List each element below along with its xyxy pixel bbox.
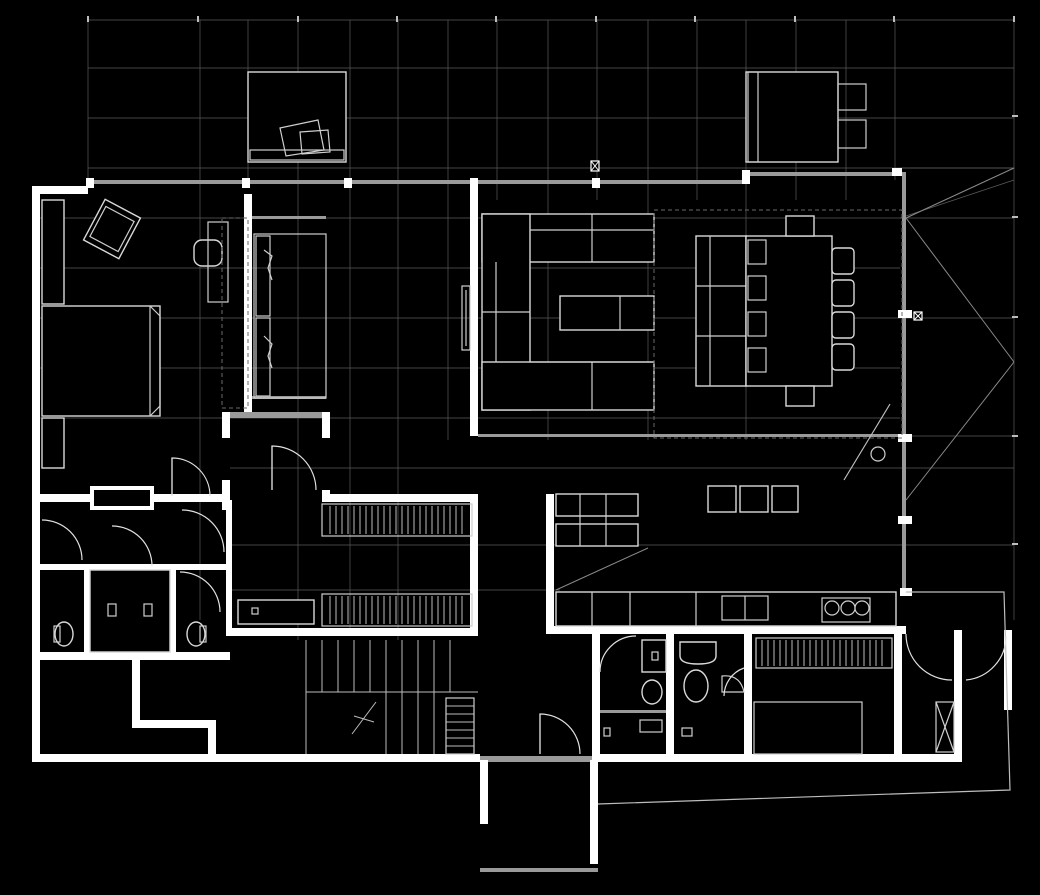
- service-bathrooms: [603, 639, 863, 755]
- bedroom-2-wardrobe: [253, 233, 327, 399]
- closet-rack-upper: [321, 503, 473, 537]
- column-marker-right: [913, 311, 923, 321]
- terrace-daybed-right: [745, 71, 867, 163]
- dining-area: [653, 209, 903, 439]
- staircase: [305, 640, 478, 755]
- service-rack: [755, 637, 893, 669]
- walls: [32, 168, 1012, 872]
- corridor-bench: [237, 599, 315, 625]
- doors: [41, 445, 1007, 755]
- bathroom-left: [53, 569, 207, 653]
- bedroom: [41, 198, 249, 469]
- closet-rack-lower: [321, 593, 473, 627]
- terrace-daybed-left: [247, 71, 347, 163]
- column-marker-top: [590, 160, 600, 172]
- living-room: [461, 213, 655, 411]
- grid-ticks: [87, 16, 1018, 545]
- right-annex: [597, 167, 1015, 805]
- kitchen: [555, 403, 897, 627]
